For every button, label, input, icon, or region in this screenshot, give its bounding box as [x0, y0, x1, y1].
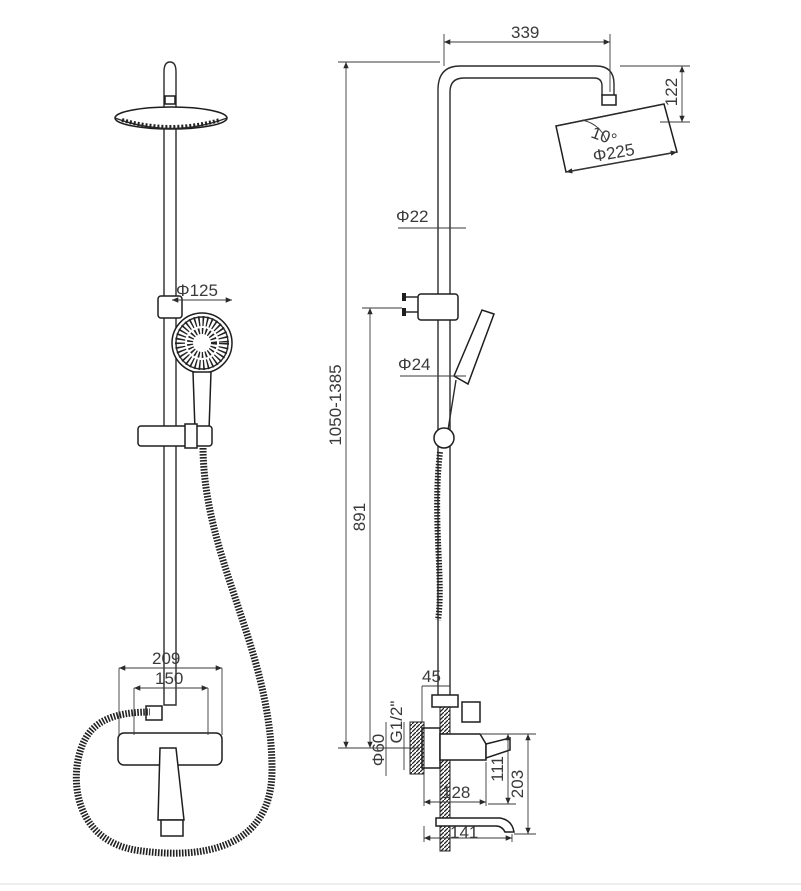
dim-handshower-group: Φ125 — [172, 281, 232, 303]
dim-offset-group: 45 — [421, 667, 450, 722]
dim-spout-height-group: 203 — [508, 733, 536, 835]
dim-head-drop: 122 — [662, 78, 681, 106]
dim-mixer-group: 209 150 — [118, 649, 223, 735]
dim-arm-reach-group: 339 — [443, 23, 611, 92]
front-view: Φ125 209 150 — [72, 61, 276, 857]
side-riser-arm — [437, 65, 615, 705]
side-slider — [402, 293, 459, 321]
dim-thread: G1/2" — [387, 701, 406, 744]
overhead-shower-head — [114, 95, 228, 130]
side-mixer — [409, 694, 515, 833]
dim-mixer-centers: 150 — [155, 669, 183, 688]
dim-spout-height: 203 — [508, 770, 527, 798]
dim-handshower: Φ125 — [176, 281, 218, 300]
dim-mixer-width: 209 — [152, 649, 180, 668]
dim-arm-reach: 339 — [511, 23, 539, 42]
dim-handle-diameter-group: Φ24 — [398, 355, 466, 377]
dim-thread-group: G1/2" — [387, 701, 406, 770]
dim-offset: 45 — [422, 667, 441, 686]
dim-total-height-group: 1050-1385 — [326, 61, 440, 749]
hose — [72, 447, 276, 857]
dim-slider-height: 891 — [350, 503, 369, 531]
riser-pipe — [163, 61, 177, 706]
dim-pipe-diameter-group: Φ22 — [396, 207, 466, 229]
dim-body-depth: 128 — [442, 783, 470, 802]
mixer-body — [117, 705, 223, 837]
dim-pipe-diameter: Φ22 — [396, 207, 428, 226]
dim-flange: Φ60 — [369, 734, 388, 766]
holder-bar — [137, 423, 213, 449]
dim-body-height: 111 — [488, 756, 507, 782]
dim-spout-reach-group: 141 — [423, 823, 513, 842]
dim-slider-height-group: 891 — [350, 307, 402, 748]
dim-body-depth-group: 128 — [423, 762, 487, 806]
side-hand-shower — [447, 309, 495, 431]
side-view: 339 122 10° Φ225 Φ22 Φ24 1050-1385 — [326, 23, 690, 852]
dim-head-drop-group: 122 — [620, 65, 690, 123]
dim-handle-diameter: Φ24 — [398, 355, 430, 374]
dim-flange-group: Φ60 — [369, 722, 388, 776]
hand-shower — [171, 312, 233, 431]
side-holder-ball — [433, 427, 455, 449]
dim-total-height: 1050-1385 — [326, 364, 345, 445]
dim-spout-reach: 141 — [450, 823, 478, 842]
